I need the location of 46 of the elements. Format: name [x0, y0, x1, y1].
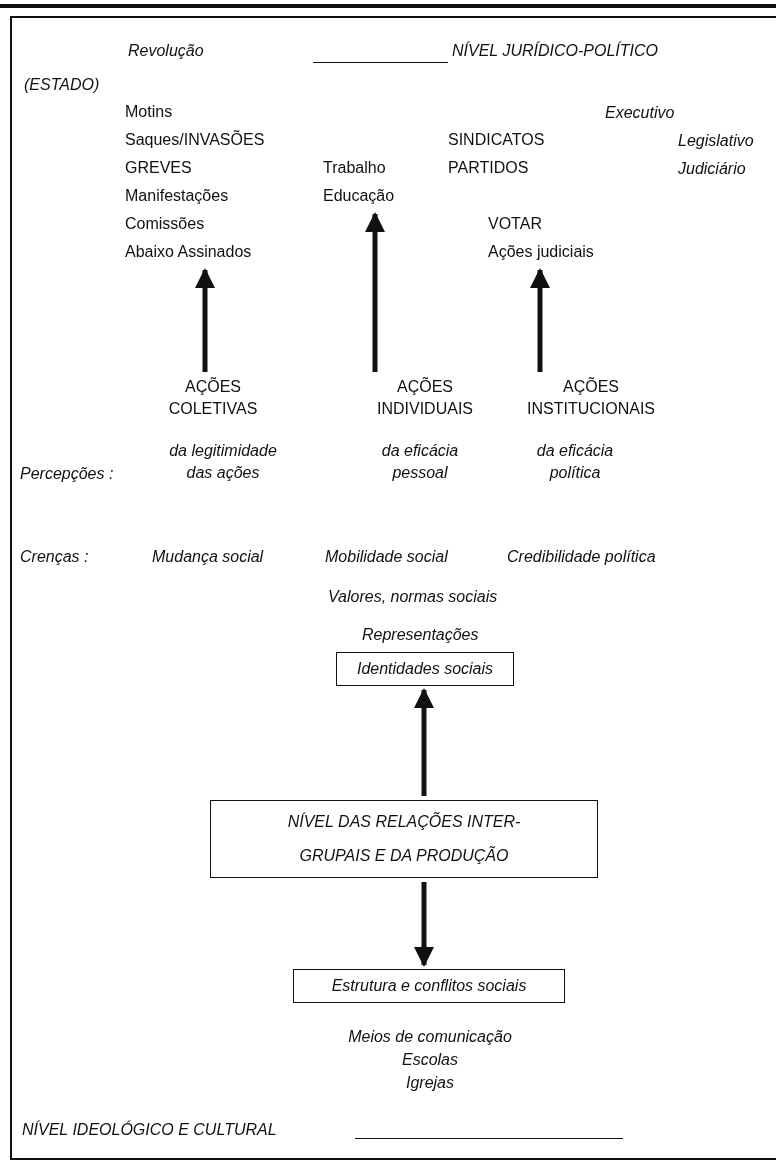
- text-label: da eficácia pessoal: [380, 441, 460, 483]
- node-text: Saques/INVASÕES: [125, 129, 265, 150]
- node-text: Manifestações: [125, 186, 229, 206]
- node-text: SINDICATOS: [448, 130, 545, 150]
- text-label: Meios de comunicação: [347, 1027, 513, 1047]
- text-label: da eficácia política: [535, 441, 615, 483]
- node-text: PARTIDOS: [448, 158, 529, 178]
- node-text: Ações judiciais: [487, 242, 594, 262]
- text-label: Judiciário: [678, 159, 746, 179]
- node-text: NÍVEL DAS RELAÇÕES INTER-GRUPAIS E DA PRODUÇÃO: [286, 811, 522, 866]
- arrow: [530, 268, 550, 372]
- arrow: [365, 212, 385, 372]
- node-text: Abaixo Assinados: [125, 242, 252, 262]
- text-box: [336, 652, 514, 686]
- node-text: AÇÕES INDIVIDUAIS: [376, 376, 474, 419]
- text-box: [293, 969, 565, 1003]
- node-text: VOTAR: [487, 214, 542, 234]
- node-text: GREVES: [125, 158, 192, 178]
- node-text: Identidades sociais: [356, 659, 494, 679]
- text-label: Revolução: [128, 41, 204, 61]
- text-label: Legislativo: [678, 131, 754, 151]
- arrow: [195, 268, 215, 372]
- node-text: Educação: [323, 186, 395, 206]
- text-label: Igrejas: [405, 1073, 455, 1093]
- node-text: Estrutura e conflitos sociais: [331, 976, 527, 996]
- arrow: [414, 688, 434, 796]
- text-label: Mobilidade social: [325, 547, 448, 567]
- text-label: Valores, normas sociais: [328, 587, 498, 607]
- node-text: AÇÕES COLETIVAS: [167, 376, 259, 419]
- text-label: Credibilidade política: [507, 547, 656, 567]
- text-label: Executivo: [605, 103, 675, 123]
- text-label: NÍVEL IDEOLÓGICO E CULTURAL: [22, 1119, 277, 1140]
- text-box: [210, 800, 598, 878]
- text-label: Percepções :: [20, 464, 114, 484]
- text-label: Representações: [362, 625, 479, 645]
- text-label: Escolas: [401, 1050, 459, 1070]
- node-text: Comissões: [125, 214, 205, 234]
- text-label: Crenças :: [20, 547, 89, 567]
- text-label: (ESTADO): [24, 75, 100, 95]
- text-label: Mudança social: [152, 547, 264, 567]
- node-text: AÇÕES INSTITUCIONAIS: [526, 376, 656, 419]
- arrow: [414, 882, 434, 967]
- text-label: da legitimidade das ações: [168, 441, 278, 483]
- node-text: Motins: [125, 102, 173, 122]
- node-text: Trabalho: [323, 158, 386, 178]
- text-label: NÍVEL JURÍDICO-POLÍTICO: [452, 40, 658, 61]
